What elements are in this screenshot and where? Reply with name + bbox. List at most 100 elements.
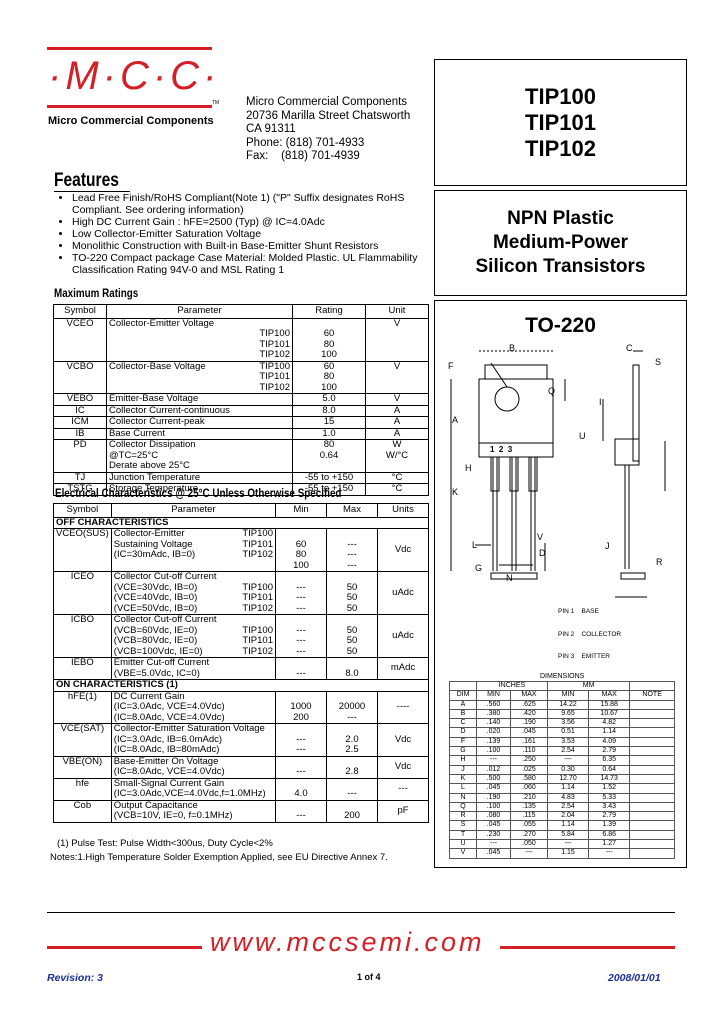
- header-bottom-bar: [47, 105, 212, 108]
- min-cell: ---: [275, 755, 327, 779]
- part-cell: [248, 393, 293, 406]
- dim-cell: .560: [475, 699, 512, 710]
- dim-cell: .190: [475, 792, 512, 803]
- dim-letter: F: [448, 361, 454, 371]
- dim-cell: [629, 699, 675, 710]
- col-header: Symbol: [53, 304, 107, 319]
- unit-cell: A: [365, 427, 429, 440]
- dim-header: MIN: [475, 690, 512, 701]
- symbol-cell: hFE(1): [53, 690, 112, 724]
- dim-cell: [629, 736, 675, 748]
- symbol-cell: ICBO: [53, 614, 112, 658]
- rating-cell: 5.0: [292, 393, 366, 406]
- dim-inches-header: INCHES: [476, 680, 548, 692]
- dim-cell: 0.51: [546, 727, 590, 738]
- dim-header: MAX: [588, 690, 631, 701]
- col-header: Units: [377, 503, 429, 518]
- dim-cell: .020: [475, 727, 512, 738]
- dim-letter: B: [509, 343, 516, 353]
- dim-cell: .100: [475, 801, 512, 813]
- dim-cell: 6.35: [588, 755, 631, 766]
- max-cell: 2.8: [326, 755, 378, 779]
- unit-cell: V: [365, 317, 429, 362]
- unit-cell: pF: [377, 799, 429, 823]
- part-cell: TIP100 TIP101 TIP102: [248, 360, 293, 394]
- symbol-cell: TSTG: [53, 483, 107, 496]
- package-drawing: [450, 350, 666, 598]
- col-header: Parameter: [106, 304, 293, 319]
- footer-red-bar-left: [47, 946, 202, 949]
- min-cell: ---: [275, 657, 327, 680]
- dim-cell: [629, 801, 675, 813]
- max-cell: 2.0 2.5: [326, 723, 378, 757]
- symbol-cell: IB: [53, 427, 107, 440]
- unit-cell: A: [365, 416, 429, 429]
- dim-cell: 1.39: [588, 820, 631, 831]
- rating-cell: 1.0: [292, 427, 366, 440]
- dim-header: MAX: [510, 690, 548, 701]
- dim-cell: .230: [475, 829, 512, 841]
- website-url[interactable]: www.mccsemi.com: [210, 927, 485, 957]
- pin-assignment: PIN 1 BASE PIN 2 COLLECTOR PIN 3 EMITTER: [558, 593, 621, 676]
- dim-cell: .420: [510, 708, 548, 720]
- section-row: ON CHARACTERISTICS (1): [53, 679, 429, 692]
- dim-cell: .045: [475, 783, 512, 794]
- min-cell: --- --- ---: [275, 614, 327, 658]
- dim-cell: T: [449, 829, 477, 841]
- part-cell: TIP100 TIP101 TIP102: [231, 614, 276, 658]
- parameter-cell: Storage Temperature: [106, 483, 248, 496]
- dim-cell: .270: [510, 829, 548, 841]
- footer-divider: [47, 912, 675, 913]
- dim-row: U---.050---1.27: [449, 839, 675, 850]
- part-cell: [248, 439, 293, 473]
- side-view-tab: [632, 364, 640, 462]
- dim-header: MIN: [546, 690, 590, 701]
- dim-cell: 10.67: [588, 708, 631, 720]
- parameter-cell: Collector-Base Voltage: [106, 360, 248, 394]
- description-line: Medium-Power: [492, 232, 629, 253]
- description-box: NPN Plastic Medium-Power Silicon Transis…: [434, 190, 687, 296]
- max-cell: --- --- ---: [326, 528, 378, 572]
- max-cell: 20000 ---: [326, 690, 378, 724]
- dim-cell: H: [449, 755, 477, 766]
- max-cell: 8.0: [326, 657, 378, 680]
- dim-cell: N: [449, 792, 477, 803]
- dim-cell: [629, 820, 675, 831]
- pin-collector: PIN 2 COLLECTOR: [558, 630, 622, 638]
- dim-cell: D: [449, 727, 477, 738]
- description-line: Silicon Transistors: [475, 256, 646, 277]
- company-name-small: Micro Commercial Components: [48, 115, 214, 127]
- part-number: TIP101: [525, 110, 596, 135]
- part-number-box: TIP100 TIP101 TIP102: [434, 59, 687, 186]
- symbol-cell: Cob: [53, 799, 112, 823]
- unit-cell: Vdc: [377, 723, 429, 757]
- rating-cell: -55 to +150: [292, 483, 366, 496]
- dim-cell: 2.54: [546, 746, 590, 757]
- dim-letter: G: [475, 563, 483, 573]
- rating-cell: 60 80 100: [292, 317, 366, 362]
- dim-cell: 14.73: [588, 773, 631, 785]
- dim-letter: D: [539, 548, 546, 558]
- dim-cell: 3.43: [588, 801, 631, 813]
- address-line: 20736 Marilla Street Chatsworth: [246, 109, 411, 122]
- dim-cell: .045: [475, 848, 512, 859]
- symbol-cell: VCEO: [53, 317, 107, 362]
- package-title: TO-220: [525, 314, 596, 337]
- max-cell: ---: [326, 777, 378, 801]
- trademark-mark: TM: [212, 100, 220, 106]
- dim-cell: [629, 755, 675, 766]
- dim-letter: J: [605, 541, 610, 551]
- part-cell: [248, 416, 293, 429]
- header-top-bar: [47, 47, 212, 50]
